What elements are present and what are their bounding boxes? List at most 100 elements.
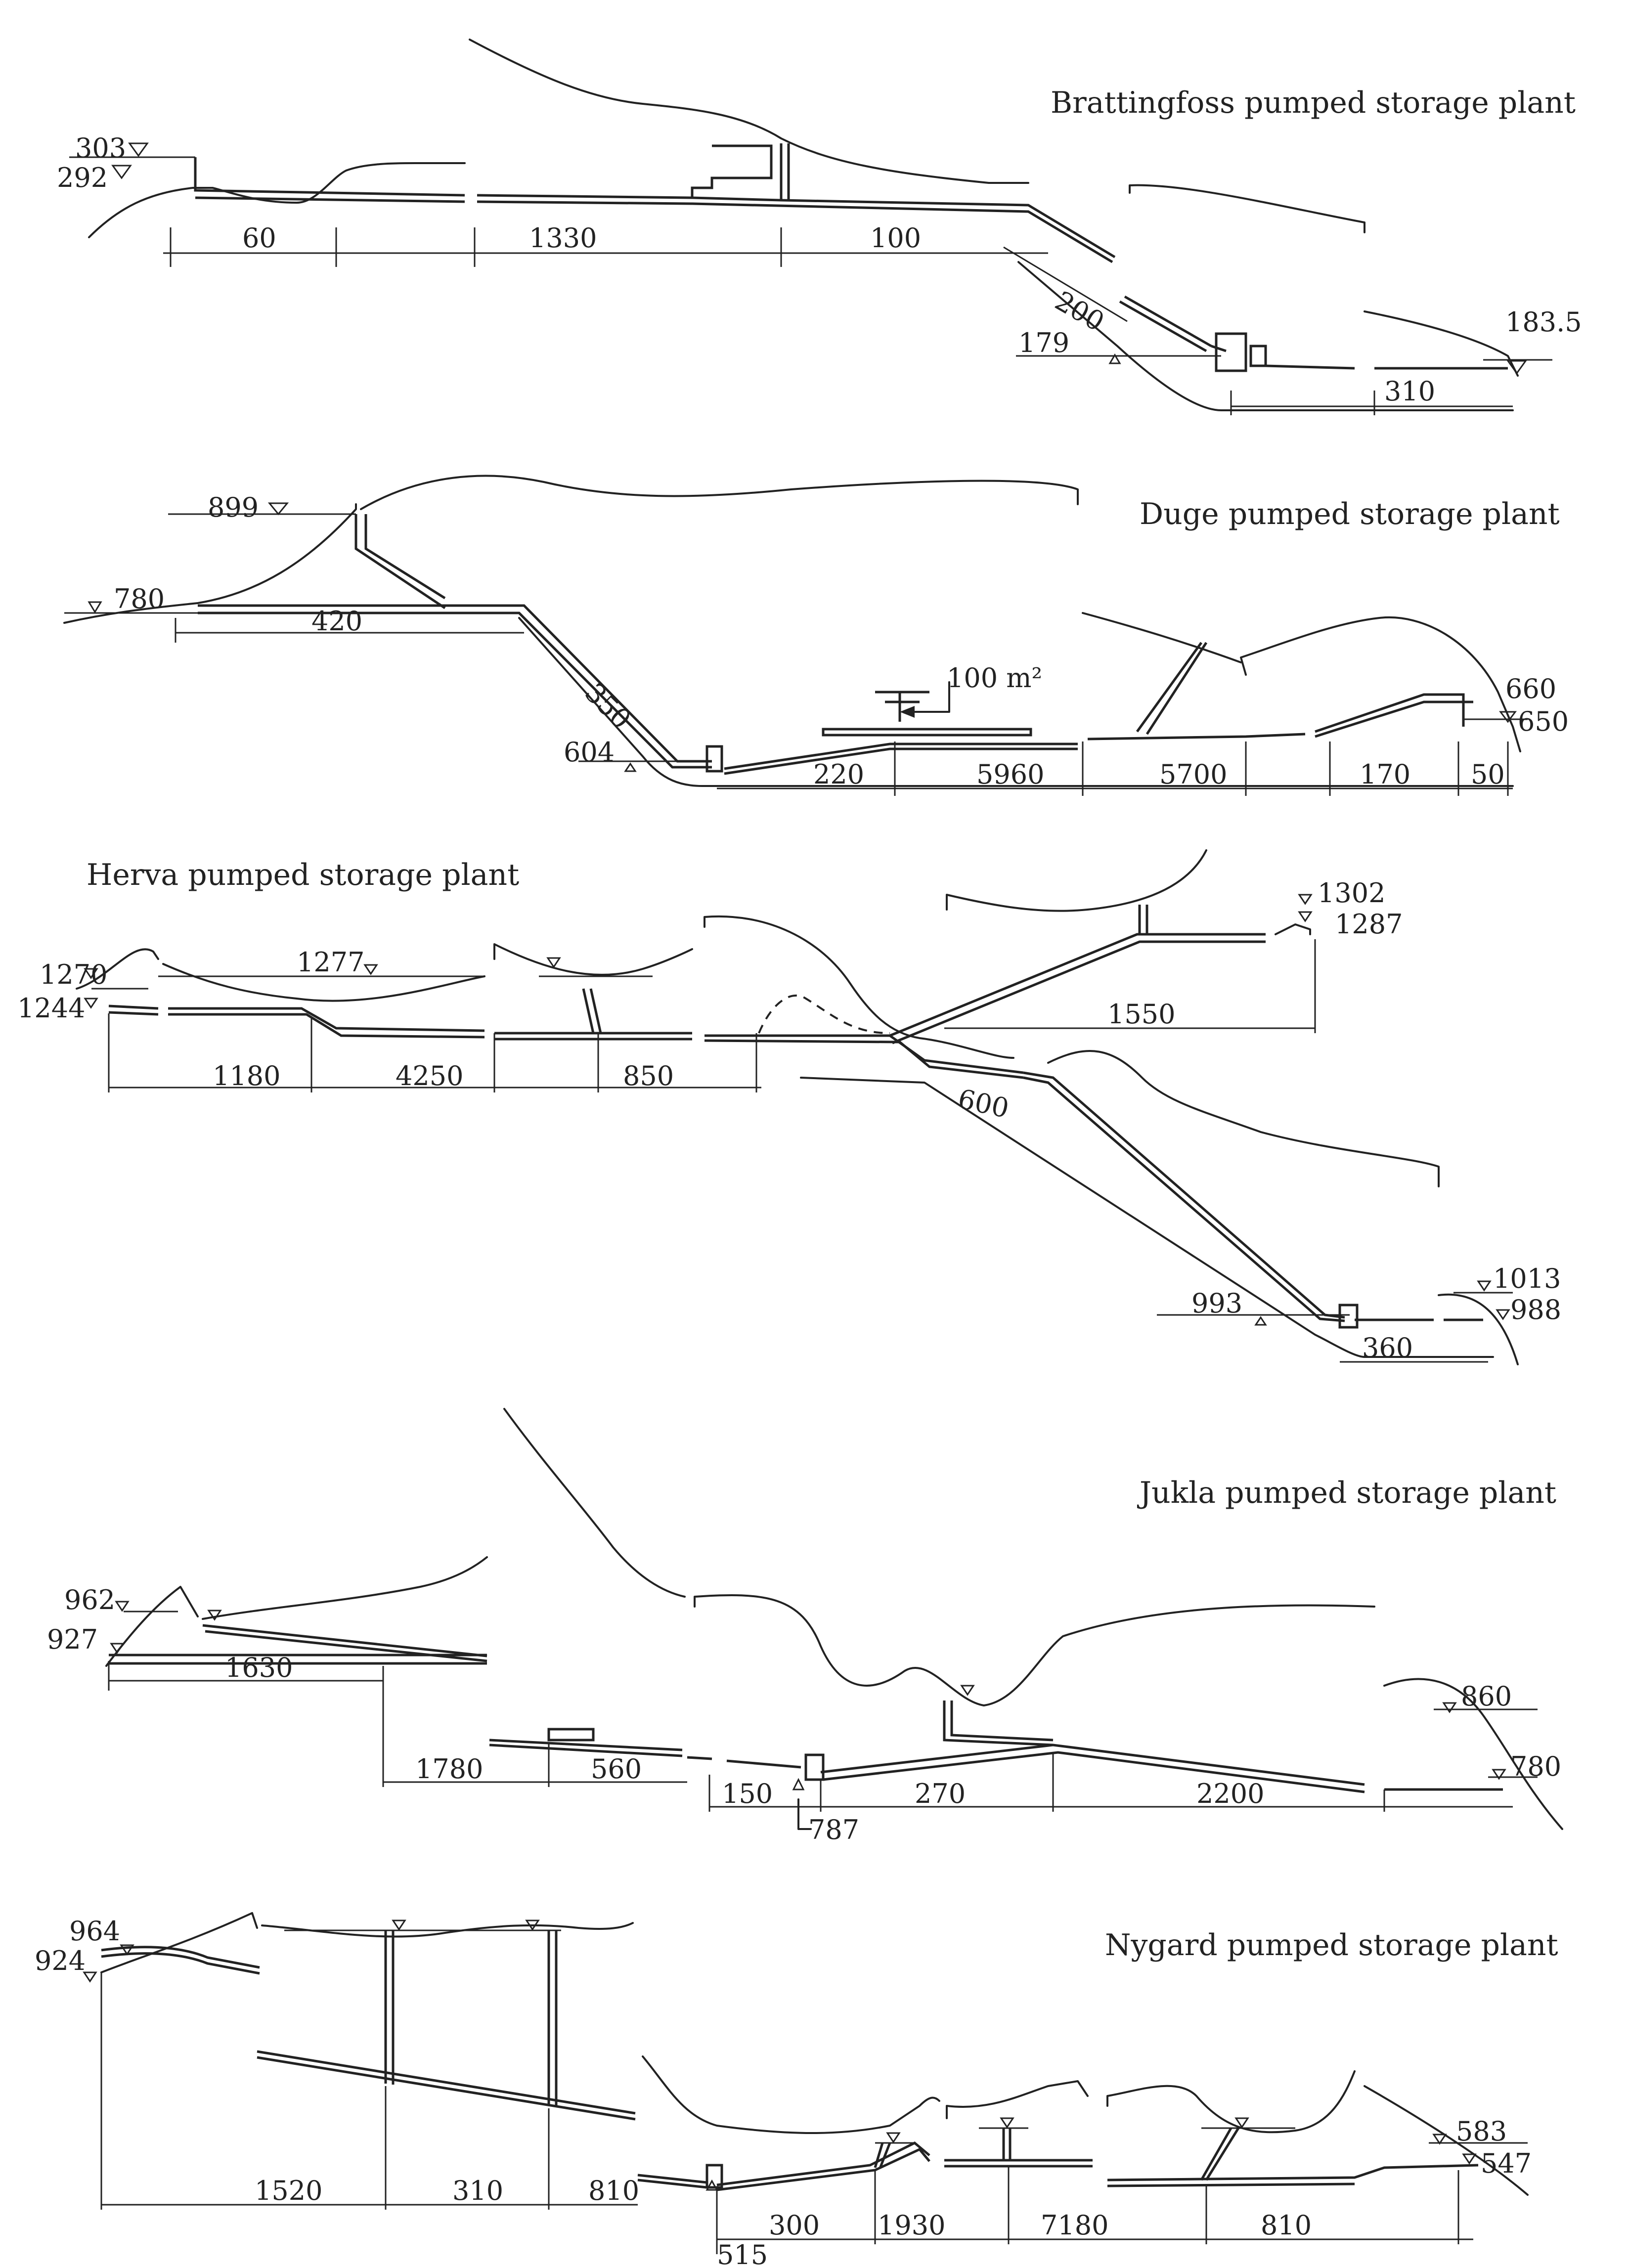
herva-level-1270: 1270 <box>40 959 107 990</box>
duge-floor-marker <box>624 762 637 772</box>
nygard-level-547: 547 <box>1481 2148 1532 2179</box>
duge-water-level-marker <box>267 502 289 516</box>
herva-level-1013: 1013 <box>1493 1263 1561 1294</box>
brattingfoss-headrace-lower <box>195 196 1113 263</box>
herva-level-993: 993 <box>1191 1288 1242 1319</box>
herva-water-level-marker <box>84 998 98 1009</box>
duge-distance-50: 50 <box>1471 759 1505 790</box>
nygard-shaft-2 <box>547 1930 558 2107</box>
jukla-distance-150: 150 <box>722 1778 773 1809</box>
duge-adit <box>1136 642 1208 735</box>
brattingfoss-level-292: 292 <box>57 162 108 193</box>
brattingfoss-terrain-left <box>88 162 466 238</box>
nygard-terrain-c <box>642 2055 940 2134</box>
herva-headrace-b <box>108 1011 1024 1079</box>
jukla-water-level-marker <box>960 1685 975 1696</box>
herva-distance-4250: 4250 <box>396 1060 463 1091</box>
herva-level-988: 988 <box>1510 1294 1561 1325</box>
nygard-distance-810-right: 810 <box>1261 2210 1312 2241</box>
herva-branch <box>889 933 1266 1045</box>
herva-water-level-marker <box>546 957 561 968</box>
nygard-floor-marker <box>705 2179 718 2191</box>
herva-terrain-e <box>946 849 1207 912</box>
herva-level-1277: 1277 <box>297 947 364 978</box>
brattingfoss-pressure-shaft <box>1119 295 1212 352</box>
herva-terrain-b <box>162 963 485 1002</box>
duge-level-604: 604 <box>564 737 615 768</box>
duge-headrace <box>198 604 712 769</box>
nygard-profile: Nygard pumped storage plant 964 924 583 … <box>35 1912 1558 2268</box>
duge-terrain-right-a <box>1082 612 1242 663</box>
jukla-terrain-e <box>1383 1678 1563 1830</box>
duge-distance-170: 170 <box>1360 759 1410 790</box>
nygard-water-level-marker <box>525 1919 540 1931</box>
jukla-level-780: 780 <box>1510 1751 1561 1782</box>
nygard-level-964: 964 <box>69 1916 120 1947</box>
jukla-water-level-marker <box>1492 1769 1506 1780</box>
jukla-water-level-marker <box>115 1601 130 1612</box>
jukla-level-860: 860 <box>1461 1681 1512 1712</box>
brattingfoss-water-level-marker <box>1506 360 1527 375</box>
herva-level-1287: 1287 <box>1335 909 1403 940</box>
duge-gallery <box>822 728 1032 737</box>
nygard-shaft-1 <box>384 1930 395 2085</box>
nygard-water-level-marker <box>392 1919 406 1931</box>
jukla-floor-marker <box>792 1778 805 1790</box>
duge-distance-5700: 5700 <box>1159 759 1227 790</box>
brattingfoss-distance-1330: 1330 <box>529 222 597 254</box>
brattingfoss-title: Brattingfoss pumped storage plant <box>1051 86 1576 120</box>
brattingfoss-distance-100: 100 <box>870 222 921 254</box>
nygard-distance-1930: 1930 <box>878 2210 945 2241</box>
jukla-terrain-b <box>202 1556 488 1620</box>
herva-shaft-left <box>582 988 602 1034</box>
herva-water-level-marker <box>1477 1280 1492 1292</box>
brattingfoss-shaft <box>780 143 790 200</box>
herva-title: Herva pumped storage plant <box>87 858 519 892</box>
nygard-level-924: 924 <box>35 1945 86 1976</box>
duge-water-level-marker <box>1499 711 1517 723</box>
herva-level-1244: 1244 <box>17 993 85 1024</box>
duge-branch <box>1315 693 1473 738</box>
duge-title: Duge pumped storage plant <box>1140 497 1560 531</box>
duge-distance-220: 220 <box>813 759 864 790</box>
herva-water-level-marker <box>363 964 378 975</box>
brattingfoss-distance-310: 310 <box>1384 376 1435 407</box>
duge-note-100m2: 100 m² <box>947 662 1042 694</box>
duge-shaft <box>354 514 446 610</box>
herva-terrain-c <box>493 943 693 976</box>
jukla-distance-1630: 1630 <box>225 1652 293 1683</box>
nygard-powerhouse <box>705 2164 723 2189</box>
duge-water-level-marker <box>88 601 102 613</box>
herva-headrace <box>108 1004 1024 1074</box>
herva-dashed-tunnel <box>758 994 890 1034</box>
duge-terrain-right-b <box>1240 616 1521 752</box>
herva-distance-600: 600 <box>955 1083 1012 1124</box>
nygard-level-583: 583 <box>1456 2116 1507 2147</box>
brattingfoss-dimension-line-slope <box>1003 246 1128 322</box>
nygard-water-level-marker <box>1000 2117 1014 2129</box>
nygard-distance-300: 300 <box>769 2210 820 2241</box>
nygard-distance-1520: 1520 <box>255 2175 322 2206</box>
brattingfoss-level-179: 179 <box>1018 327 1069 358</box>
jukla-distance-270: 270 <box>915 1778 966 1809</box>
herva-water-level-marker <box>1298 894 1313 905</box>
duge-level-780: 780 <box>114 583 165 614</box>
herva-floor-marker <box>1254 1316 1267 1326</box>
duge-powerhouse <box>705 745 723 773</box>
brattingfoss-distance-60: 60 <box>242 222 276 254</box>
nygard-terrain-f <box>1364 2085 1529 2196</box>
jukla-distance-1780: 1780 <box>415 1753 483 1785</box>
brattingfoss-powerhouse <box>1215 332 1247 372</box>
jukla-water-level-marker <box>1442 1702 1457 1713</box>
herva-distance-850: 850 <box>623 1060 674 1091</box>
nygard-distance-310: 310 <box>452 2175 503 2206</box>
brattingfoss-terrain-ridge <box>469 39 1029 184</box>
herva-distance-1550: 1550 <box>1107 999 1175 1030</box>
jukla-tunnel-mid <box>489 1739 801 1769</box>
brattingfoss-level-183-5: 183.5 <box>1505 306 1582 338</box>
nygard-water-level-marker <box>1432 2134 1447 2145</box>
duge-level-650: 650 <box>1518 706 1569 737</box>
duge-note-arrowhead <box>900 706 915 718</box>
nygard-distance-7180: 7180 <box>1041 2210 1108 2241</box>
